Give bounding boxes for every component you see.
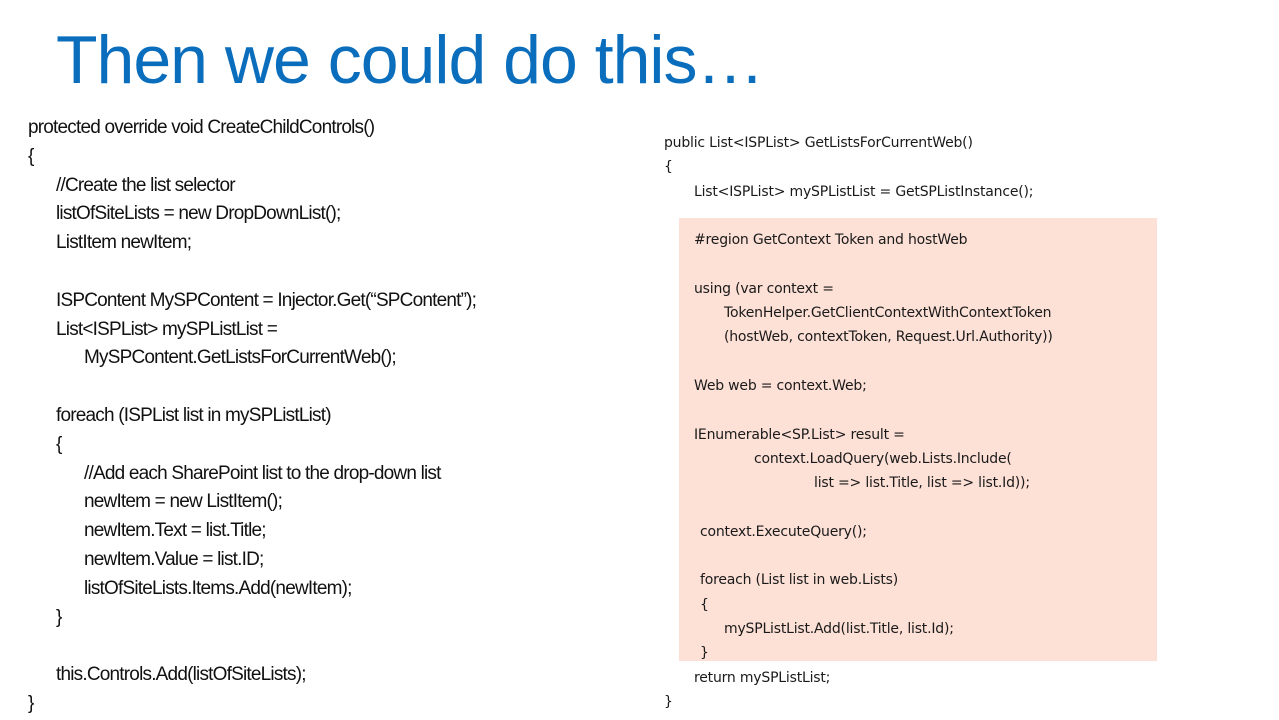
code-line: newItem.Value = list.ID;: [84, 548, 264, 570]
code-line: List<ISPList> mySPListList =: [56, 318, 278, 340]
code-line: TokenHelper.GetClientContextWithContextT…: [724, 305, 1052, 322]
code-line: [664, 204, 1264, 228]
code-line: //Create the list selector: [56, 174, 236, 196]
code-line: mySPListList.Add(list.Title, list.Id);: [724, 620, 954, 637]
code-line: list => list.Title, list => list.Id));: [814, 475, 1030, 492]
code-line: }: [56, 606, 62, 628]
code-line: newItem = new ListItem();: [84, 491, 283, 513]
code-line: List<ISPList> mySPListList = GetSPListIn…: [694, 183, 1034, 200]
code-line: listOfSiteLists.Items.Add(newItem);: [84, 577, 352, 599]
code-line: foreach (ISPList list in mySPListList): [56, 404, 332, 426]
code-line: using (var context =: [694, 280, 834, 297]
code-line: Web web = context.Web;: [694, 377, 867, 394]
code-line: MySPContent.GetListsForCurrentWeb();: [84, 347, 397, 369]
code-line: protected override void CreateChildContr…: [28, 117, 375, 138]
code-line: this.Controls.Add(listOfSiteLists);: [56, 664, 307, 686]
code-line: [664, 252, 1264, 276]
code-line: listOfSiteLists = new DropDownList();: [56, 203, 341, 225]
code-line: newItem.Text = list.Title;: [84, 520, 267, 542]
code-line: ListItem newItem;: [56, 232, 192, 254]
code-line: foreach (List list in web.Lists): [700, 572, 898, 589]
code-line: }: [28, 692, 34, 714]
code-line: (hostWeb, contextToken, Request.Url.Auth…: [724, 329, 1053, 346]
code-line: [664, 350, 1264, 374]
code-line: [28, 258, 648, 287]
code-line: [28, 373, 648, 402]
code-line: public List<ISPList> GetListsForCurrentW…: [664, 135, 973, 151]
code-line: {: [664, 159, 673, 176]
code-line: context.ExecuteQuery();: [700, 523, 867, 540]
code-line: context.LoadQuery(web.Lists.Include(: [754, 450, 1012, 467]
slide-title: Then we could do this…: [56, 22, 765, 98]
code-line: return mySPListList;: [694, 669, 831, 686]
code-line: {: [700, 596, 709, 613]
highlighted-region: [679, 218, 1157, 661]
code-line: [664, 544, 1264, 568]
right-code-block: public List<ISPList> GetListsForCurrentW…: [664, 131, 1264, 714]
code-line: [28, 632, 648, 661]
code-line: //Add each SharePoint list to the drop-d…: [84, 462, 441, 484]
left-code-block: protected override void CreateChildContr…: [28, 114, 648, 719]
code-line: ISPContent MySPContent = Injector.Get(“S…: [56, 289, 477, 311]
code-line: }: [664, 693, 673, 710]
code-line: {: [56, 433, 62, 455]
code-line: [664, 495, 1264, 519]
code-line: IEnumerable<SP.List> result =: [694, 426, 905, 443]
code-line: {: [28, 145, 34, 167]
code-line: #region GetContext Token and hostWeb: [694, 232, 968, 249]
code-line: }: [700, 645, 709, 662]
code-line: [664, 398, 1264, 422]
